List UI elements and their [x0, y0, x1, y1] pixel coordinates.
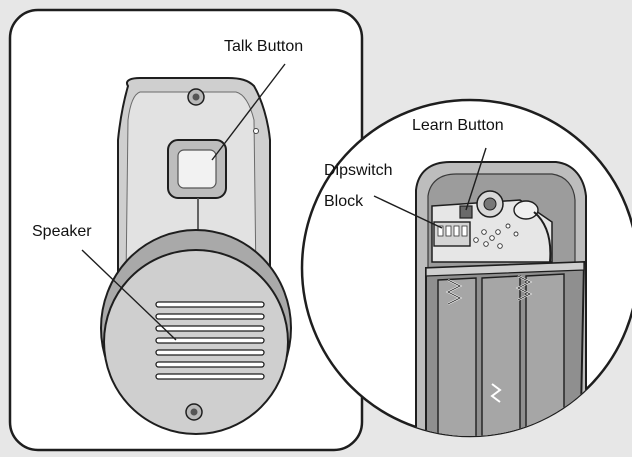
speaker-leader: [81, 249, 177, 341]
led-dot: [253, 128, 259, 134]
battery-cells: [437, 273, 565, 436]
dipswitch-block: [433, 221, 471, 247]
learn-button-label: Learn Button: [412, 117, 504, 134]
speaker-connector: [513, 200, 539, 220]
speaker-wire: [533, 211, 552, 263]
talk-button-face: [177, 149, 217, 189]
speaker-label: Speaker: [32, 223, 92, 240]
doorbell-device: [100, 77, 292, 435]
board-components: [473, 223, 519, 249]
magnified-interior: [415, 161, 587, 436]
dipswitch-label-line2: Block: [324, 193, 364, 210]
speaker-grille: [155, 301, 265, 380]
dipswitch-leader: [373, 195, 443, 229]
talk-button-label: Talk Button: [224, 38, 304, 55]
dipswitch-label-line1: Dipswitch: [324, 162, 393, 179]
learn-button-leader: [465, 147, 487, 211]
bottom-spring: [490, 383, 502, 403]
talk-button-leader: [211, 63, 286, 161]
learn-button: [459, 205, 473, 219]
